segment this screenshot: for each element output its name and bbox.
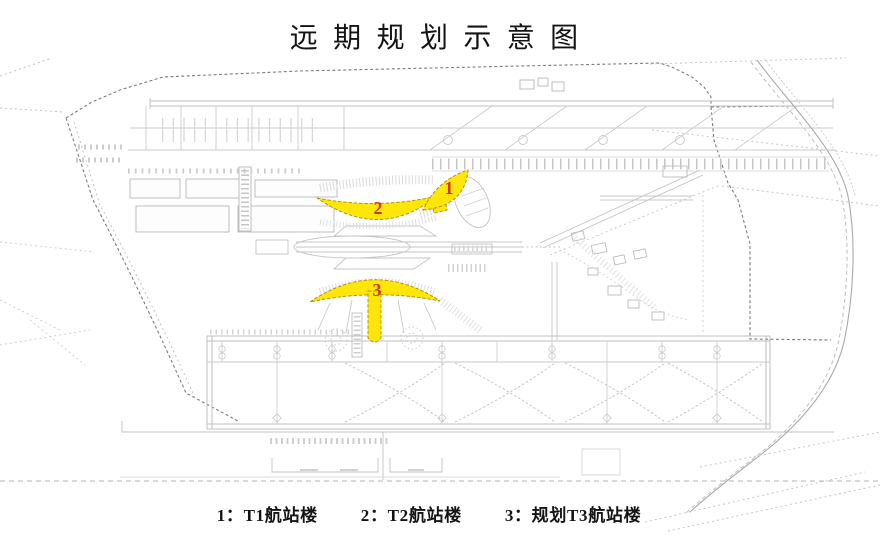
south-crossing-taxiways [210,329,764,423]
north-apron-stands [162,118,830,172]
t1-parking [451,176,493,255]
legend-item-t3: 3：规划T3航站楼 [504,506,642,525]
page-title: 远期规划示意图 [289,23,594,54]
south-taxiway-connectors [218,341,722,424]
northeast-buildings [559,165,704,335]
west-buildings [129,77,565,233]
terminal-numbers: 1 2 3 [373,178,454,300]
north-taxiways [128,105,836,151]
west-roads [0,241,96,366]
boundary-parallel-roads [0,57,197,401]
terminal-2-shape [316,195,438,220]
east-roads [644,57,880,532]
legend-item-t2: 2：T2航站楼 [360,506,462,525]
south-edge [0,421,880,482]
t3-aprons [317,195,693,358]
south-runways [206,335,771,430]
west-building-texture [76,144,300,229]
terminals [309,169,469,343]
terminal-1-shape [422,169,469,211]
terminal-2-number: 2 [374,198,383,218]
terminal-3-number: 3 [373,280,382,300]
legend: 1：T1航站楼 2：T2航站楼 3：规划T3航站楼 [0,501,858,526]
terminal-3-stem-shape [367,290,382,343]
legend-item-t1: 1：T1航站楼 [216,506,318,525]
terminal-1-number: 1 [445,178,454,198]
